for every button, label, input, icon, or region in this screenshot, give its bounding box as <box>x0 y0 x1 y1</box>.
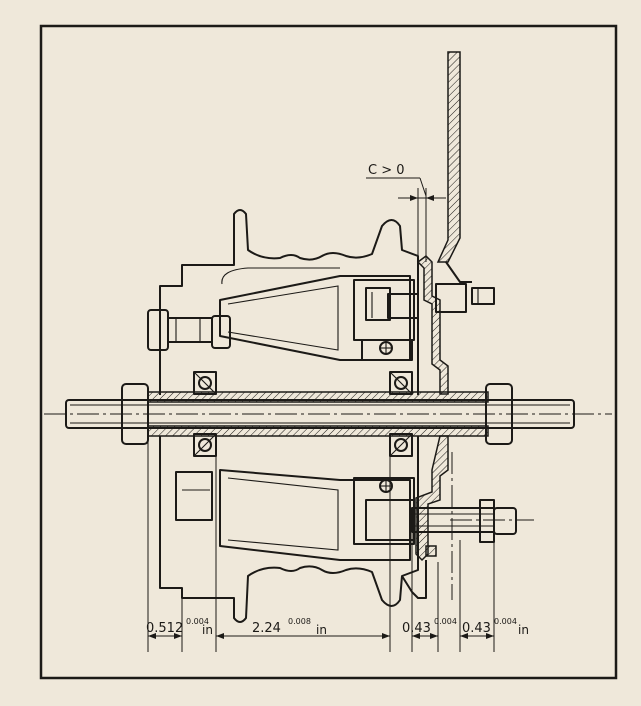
svg-text:in: in <box>518 623 529 637</box>
right-clutch-upper <box>353 279 419 361</box>
drawing-frame <box>39 24 618 680</box>
svg-text:2.24: 2.24 <box>252 621 281 636</box>
right-bolt-lower <box>411 452 534 600</box>
dimension-2-label: 2.24 0.008 in <box>252 617 327 637</box>
hub-shell-lower <box>159 436 419 623</box>
left-lower-bearing <box>193 433 217 457</box>
dimension-extension-lines <box>147 188 495 652</box>
svg-text:0.004: 0.004 <box>494 617 517 626</box>
clearance-label: C > 0 <box>368 163 405 178</box>
left-cone-lower <box>175 471 213 521</box>
right-lower-bearing <box>389 433 413 457</box>
svg-text:0.512: 0.512 <box>146 621 183 636</box>
left-upper-bearing <box>193 371 217 395</box>
left-cone-upper <box>147 309 231 351</box>
mounting-bracket <box>435 51 495 313</box>
svg-text:0.43: 0.43 <box>462 621 491 636</box>
dimension-1-label: 0.512 0.004 in <box>146 617 213 637</box>
dimension-4-label: 0.43 0.004 in <box>462 617 529 637</box>
hub-right-lower-lip <box>401 560 427 599</box>
right-axle-nut <box>485 383 513 445</box>
stepped-dust-cap <box>415 255 449 562</box>
left-axle-nut <box>121 383 149 445</box>
svg-text:0.008: 0.008 <box>288 617 311 626</box>
svg-text:0.004: 0.004 <box>434 617 457 626</box>
right-upper-bearing <box>389 371 413 395</box>
hub-shell-upper <box>159 209 419 395</box>
internal-cage-lower <box>219 469 411 561</box>
svg-text:0.43: 0.43 <box>402 621 431 636</box>
right-clutch-lower <box>353 477 415 545</box>
svg-text:0.004: 0.004 <box>186 617 209 626</box>
dimension-3-label: 0.43 0.004 <box>402 617 457 636</box>
svg-text:in: in <box>202 623 213 637</box>
dimension-lines <box>148 177 494 639</box>
svg-text:in: in <box>316 623 327 637</box>
